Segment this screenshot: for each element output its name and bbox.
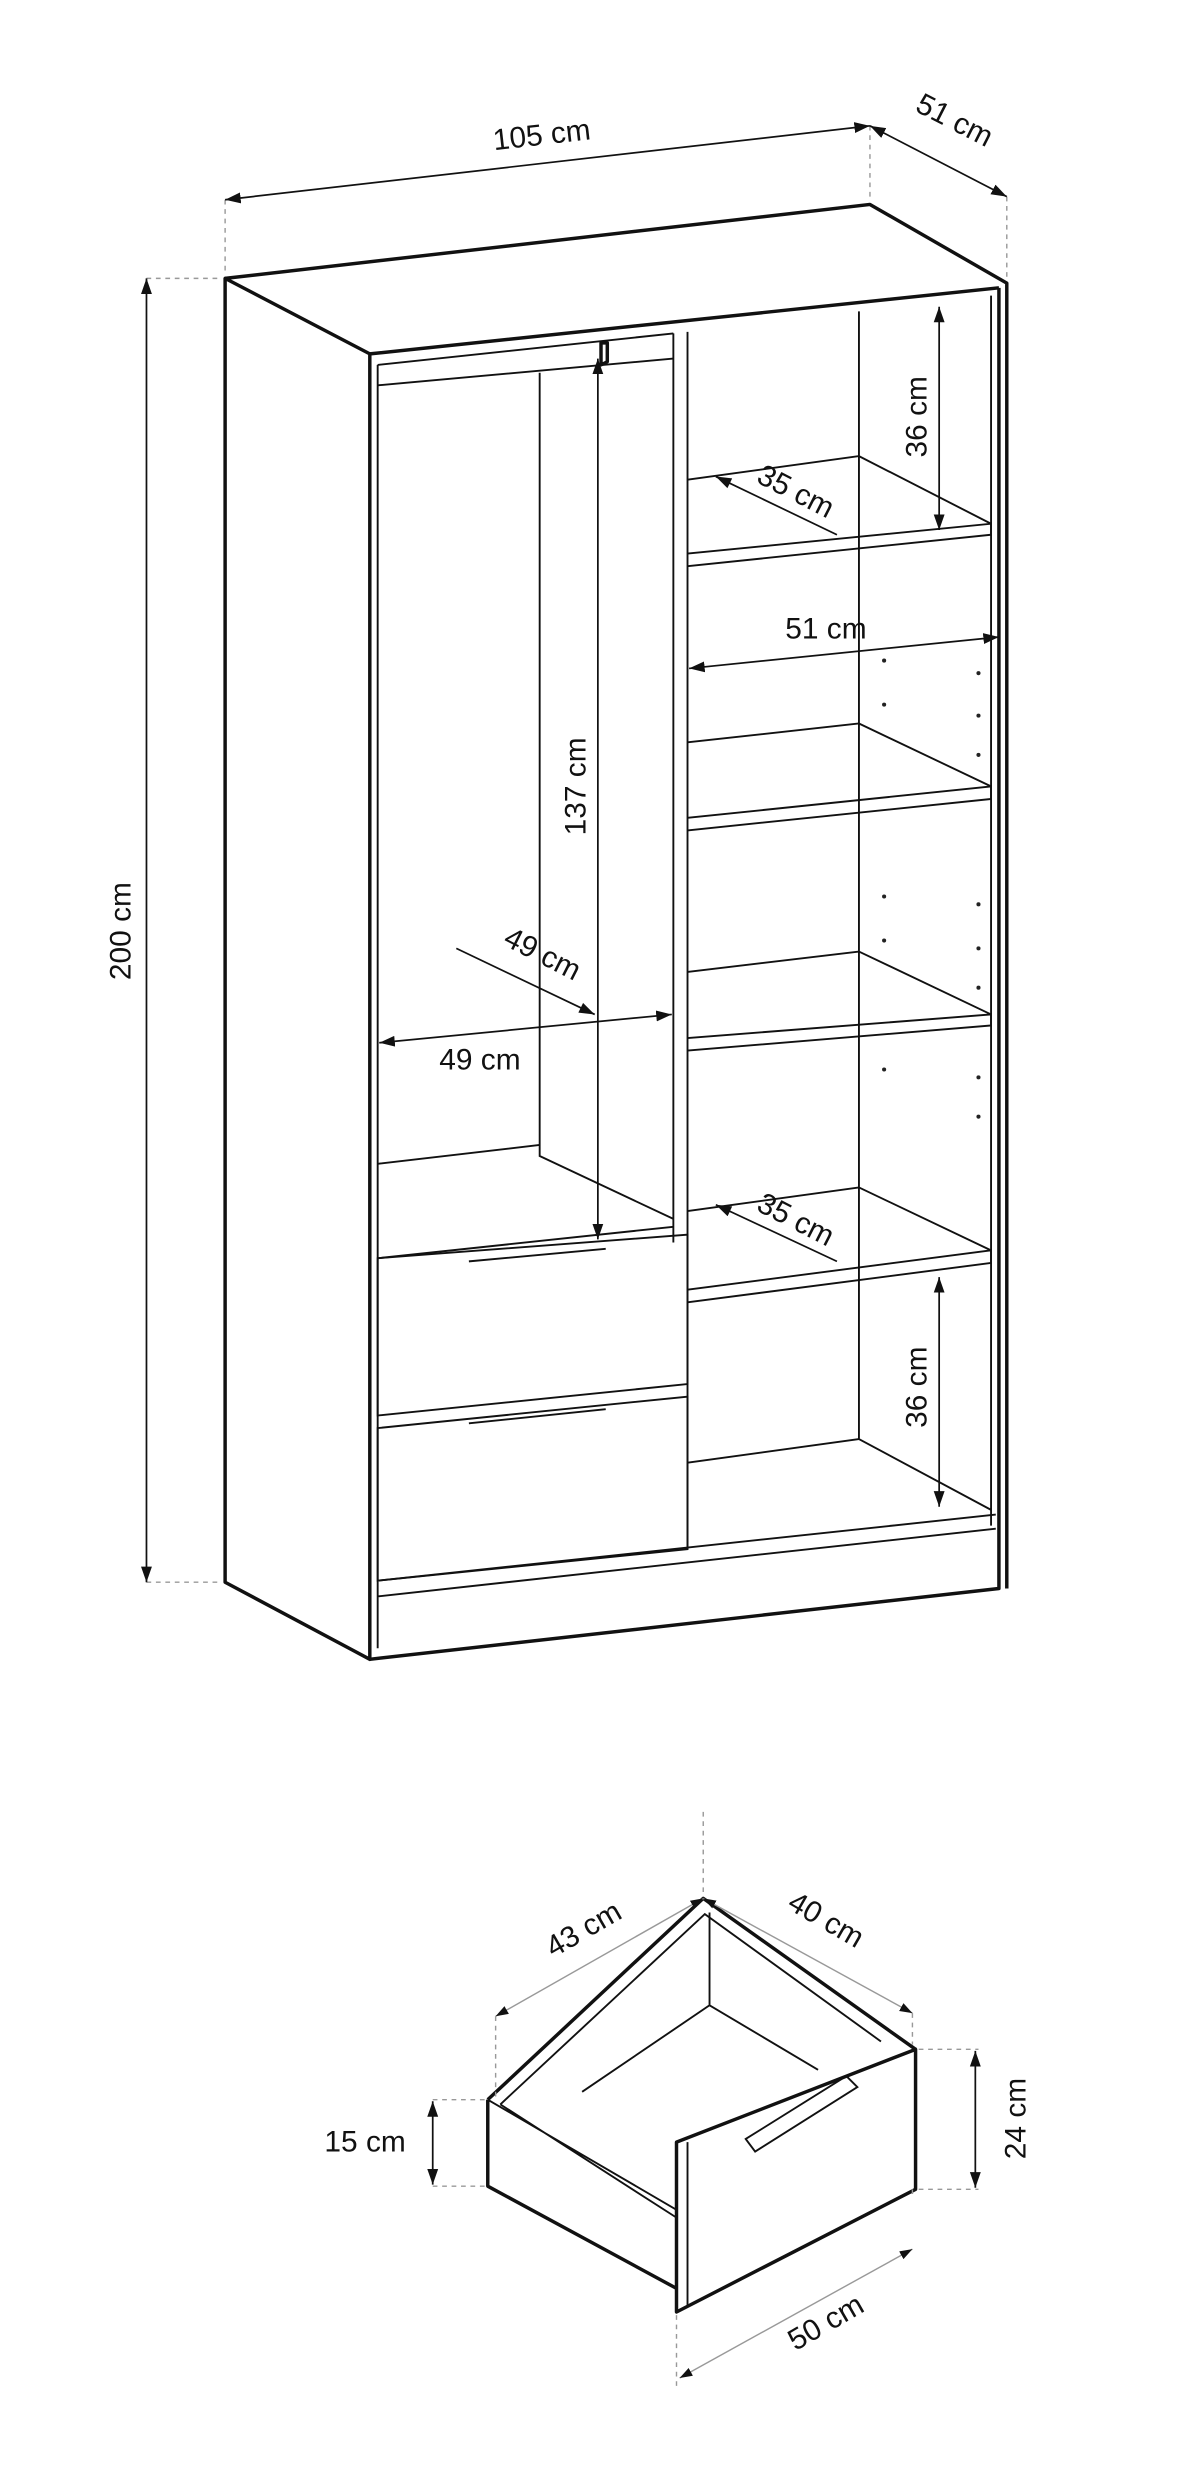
depth-label: 51 cm <box>911 87 998 153</box>
drawer-side-top <box>487 2098 678 2219</box>
drawer-drawing <box>486 1896 918 2314</box>
drawer-width-line <box>702 1897 913 2014</box>
width-dimension-line <box>225 122 871 204</box>
wardrobe-drawers <box>376 1233 689 1582</box>
shelf-depth-bottom-line <box>715 1203 838 1263</box>
hanging-floor <box>377 1225 674 1260</box>
height-label: 200 cm <box>105 882 138 980</box>
drawer-left-side <box>486 2099 678 2290</box>
wardrobe-dimensions: 105 cm 51 cm 200 cm 137 cm 49 cm 49 cm 3… <box>105 87 1008 1583</box>
shelves <box>687 455 993 1464</box>
drawer-front-panel <box>674 2047 918 2314</box>
width-label: 105 cm <box>491 113 592 157</box>
drawer-front-width-label: 50 cm <box>782 2288 869 2357</box>
depth-dimension-line <box>869 125 1008 198</box>
drawer-handle <box>744 2074 859 2153</box>
drawer-handles <box>468 1247 606 1425</box>
shelf-width-label: 51 cm <box>785 613 866 646</box>
hanging-width-line <box>379 1010 672 1047</box>
shelf-gap-bottom-label: 36 cm <box>901 1347 934 1428</box>
shelf-width-line <box>688 633 1000 673</box>
hanging-rail-bracket <box>599 341 610 367</box>
shelf-gap-top-label: 36 cm <box>901 376 934 457</box>
drawer-length-label: 43 cm <box>540 1895 627 1964</box>
drawer-side-height-label: 15 cm <box>324 2126 405 2159</box>
drawer-dimensions: 43 cm 40 cm 15 cm 24 cm 50 cm <box>324 1811 1033 2391</box>
hanging-depth-label: 49 cm <box>499 921 586 987</box>
drawer-front-width-line <box>679 2248 913 2379</box>
hanging-compartment <box>377 332 674 1220</box>
wardrobe-top-outline <box>224 202 1009 1589</box>
hanging-width-label: 49 cm <box>439 1043 520 1076</box>
shelf-pin-holes <box>882 658 981 1119</box>
shelf-back <box>858 295 993 1526</box>
drawer-length-line <box>495 1897 704 2017</box>
wardrobe-drawing <box>223 202 1009 1662</box>
wardrobe-front-frame <box>369 286 1001 1662</box>
drawer-width-label: 40 cm <box>782 1885 869 1954</box>
center-divider <box>672 331 689 1550</box>
drawer-inner-floor <box>581 1912 819 2093</box>
shelf-depth-top-line <box>715 475 838 536</box>
wardrobe-left-side <box>223 276 372 1662</box>
hanging-height-label: 137 cm <box>559 737 592 835</box>
drawer-front-height-label: 24 cm <box>1000 2078 1033 2159</box>
hanging-depth-line <box>455 947 596 1016</box>
